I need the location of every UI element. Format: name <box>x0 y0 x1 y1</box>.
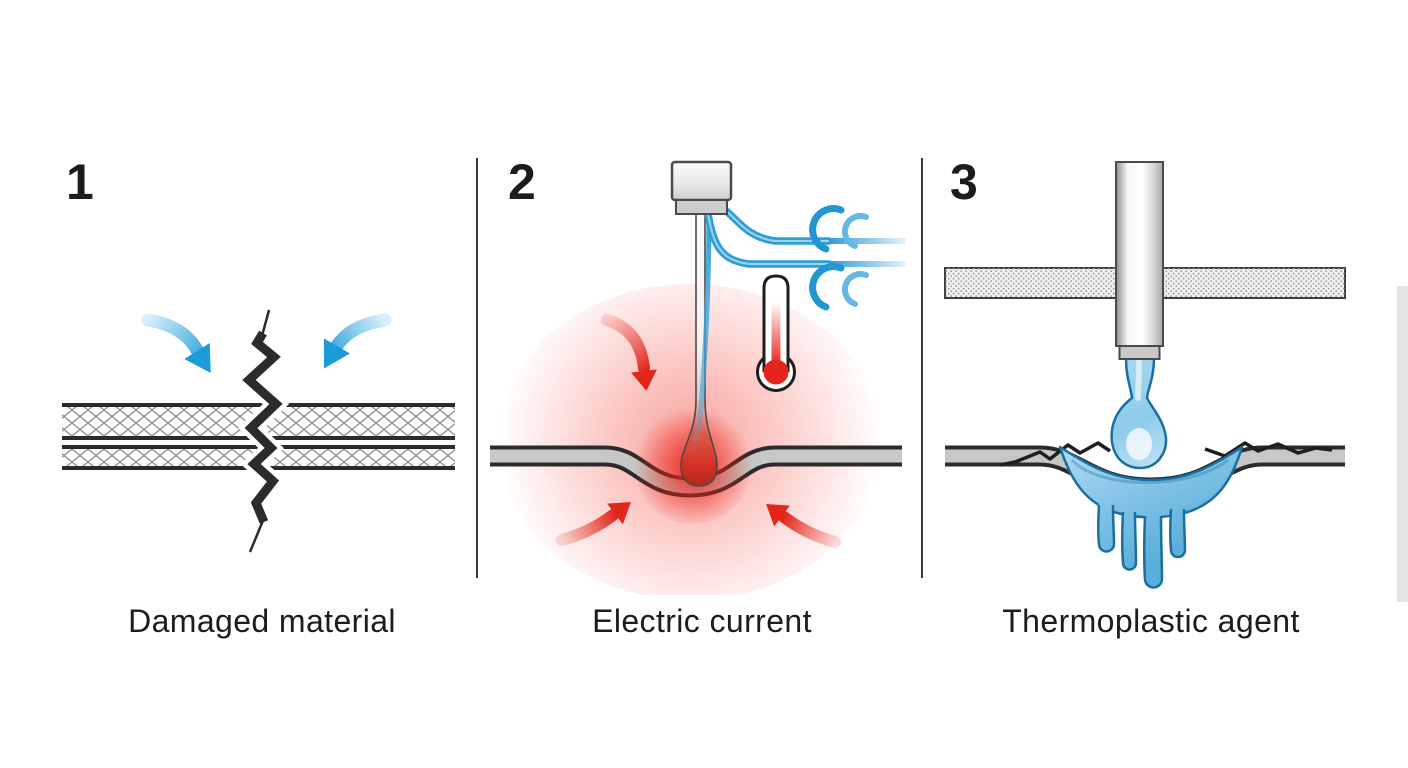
electrode-rod-tube <box>690 205 712 457</box>
heat-arrow-bottom-left-icon <box>556 501 631 546</box>
impact-arrow-left-icon <box>141 313 211 374</box>
panel-1-illustration <box>62 309 455 553</box>
panel-divider-left <box>476 158 478 578</box>
air-tube-lower <box>703 204 906 268</box>
step-3-number: 3 <box>950 154 978 210</box>
step-2-number: 2 <box>508 154 536 210</box>
nozzle-icon <box>1115 161 1164 360</box>
airflow-icon <box>809 205 869 311</box>
caption-electric-current: Electric current <box>592 603 812 639</box>
liquid-agent <box>1058 356 1244 589</box>
impact-arrow-right-icon <box>324 313 392 369</box>
caption-thermoplastic-agent: Thermoplastic agent <box>1002 603 1300 639</box>
panel-3-illustration <box>944 161 1346 589</box>
frame-edge-artifact <box>1397 286 1408 602</box>
heat-arrow-top-icon <box>601 314 657 391</box>
heat-arrow-bottom-right-icon <box>766 503 841 548</box>
step-1-number: 1 <box>66 154 94 210</box>
electrode-cap <box>670 160 733 215</box>
crack-icon <box>235 309 290 553</box>
panel-divider-right <box>921 158 923 578</box>
thermometer-icon <box>756 274 796 392</box>
electrode-rod <box>680 207 718 487</box>
air-tube-upper <box>709 200 906 245</box>
caption-damaged-material: Damaged material <box>128 603 396 639</box>
panel-2-illustration <box>490 160 906 595</box>
